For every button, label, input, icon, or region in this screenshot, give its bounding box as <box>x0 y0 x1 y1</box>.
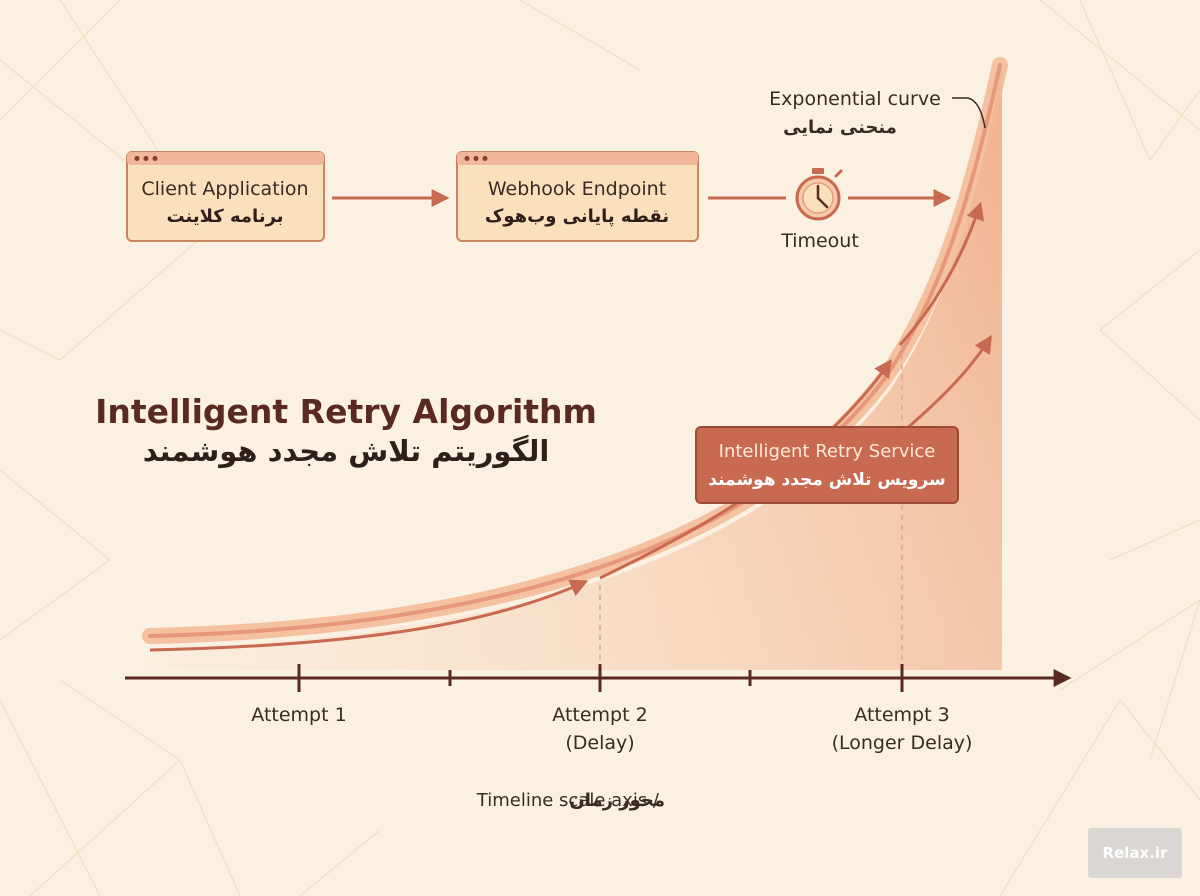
timeout-label: Timeout <box>780 230 859 252</box>
curve-label-en: Exponential curve <box>769 88 941 110</box>
service-box-subtitle: سرویس تلاش مجدد هوشمند <box>708 470 945 490</box>
watermark: Relax.ir <box>1088 828 1182 878</box>
attempt-2-sublabel: (Delay) <box>565 732 634 754</box>
window-dot <box>143 156 149 161</box>
webhook-box-subtitle: نقطه پایانی وب‌هوک <box>485 206 669 227</box>
service-box-title: Intelligent Retry Service <box>719 441 936 462</box>
main-title-en: Intelligent Retry Algorithm <box>95 392 597 431</box>
curve-label-leader <box>952 97 986 129</box>
window-dot <box>152 156 158 161</box>
axis-caption-fa: محور زمان <box>569 790 665 811</box>
window-dot <box>464 156 470 161</box>
attempt-1-label: Attempt 1 <box>251 704 346 726</box>
curve-label-fa: منحنی نمایی <box>783 117 897 138</box>
curve-arrow-upper-2 <box>898 201 984 346</box>
webhook-endpoint-box: Webhook Endpoint نقطه پایانی وب‌هوک <box>456 151 699 242</box>
curve-arrow-inner <box>149 579 589 652</box>
client-application-box: Client Application برنامه کلاینت <box>126 151 325 242</box>
axis-ticks <box>297 664 904 692</box>
attempt-2-label: Attempt 2 <box>552 704 647 726</box>
client-box-title: Client Application <box>141 178 308 200</box>
window-dot <box>482 156 488 161</box>
retry-service-box: Intelligent Retry Service سرویس تلاش مجد… <box>695 426 959 504</box>
window-dot <box>134 156 140 161</box>
stopwatch-icon <box>795 168 843 221</box>
curve-arrow-side <box>904 334 992 432</box>
axis-caption-en: Timeline scale axis / <box>476 790 660 811</box>
attempt-3-label: Attempt 3 <box>854 704 949 726</box>
window-dot <box>473 156 479 161</box>
client-box-subtitle: برنامه کلاینت <box>166 206 283 227</box>
main-title-fa: الگوریتم تلاش مجدد هوشمند <box>143 434 550 468</box>
webhook-box-title: Webhook Endpoint <box>488 178 666 200</box>
attempt-3-sublabel: (Longer Delay) <box>832 732 973 754</box>
